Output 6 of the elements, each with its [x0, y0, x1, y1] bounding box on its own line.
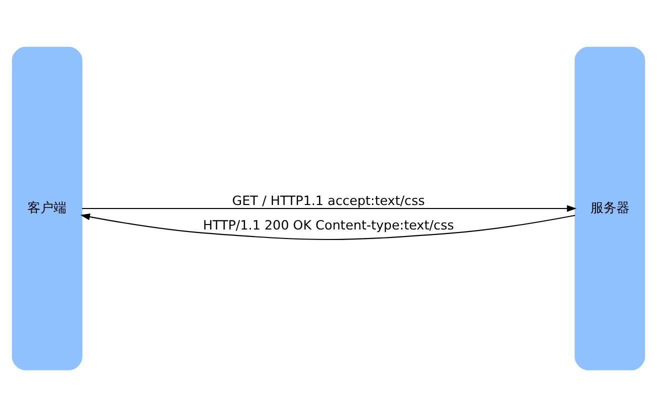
edge-label: GET / HTTP1.1 accept:text/css [232, 194, 425, 209]
node-box: 服务器 [574, 46, 646, 370]
arrow [80, 214, 576, 240]
arrow [82, 205, 577, 212]
node-box: 客户端 [12, 46, 82, 370]
edge-label: HTTP/1.1 200 OK Content-type:text/css [203, 218, 454, 234]
